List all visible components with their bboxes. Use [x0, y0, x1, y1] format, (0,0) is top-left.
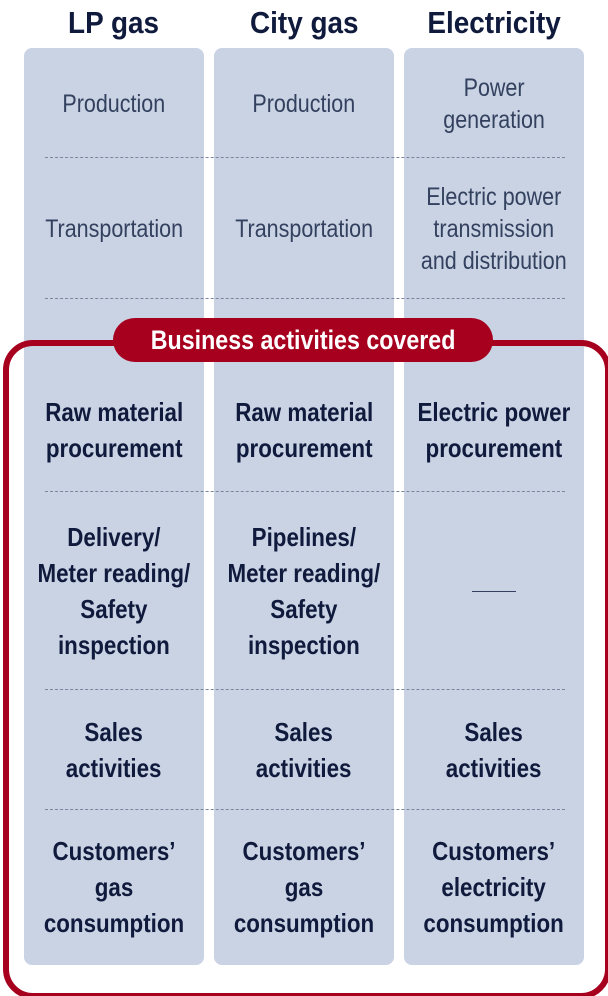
cell-procurement: Electric power procurement [404, 370, 584, 490]
cell-delivery: Delivery/ Meter reading/ Safety inspecti… [24, 494, 204, 688]
column-electricity [404, 48, 584, 965]
header-lp-gas: LP gas [68, 5, 160, 40]
cell-sales: Sales activities [404, 692, 584, 808]
cell-label: Sales activities [446, 717, 542, 783]
cell-label: Production [62, 90, 166, 118]
not-applicable-mark [472, 590, 516, 592]
cell-label: Raw material procurement [235, 397, 373, 463]
business-activities-badge: Business activities covered [113, 318, 493, 362]
cell-label: Sales activities [66, 717, 162, 783]
cell-label: Electric power procurement [417, 397, 571, 463]
header-city-gas: City gas [249, 5, 359, 40]
cell-label: Power generation [443, 74, 545, 134]
cell-delivery [404, 494, 584, 688]
covered-activities-frame [3, 340, 608, 996]
cell-label: Transportation [235, 215, 373, 243]
cell-label: Delivery/ Meter reading/ Safety inspecti… [37, 522, 191, 660]
cell-label: Production [252, 90, 356, 118]
cell-transportation: Transportation [24, 160, 204, 298]
cell-procurement: Raw material procurement [214, 370, 394, 490]
cell-consumption: Customers’ gas consumption [214, 812, 394, 962]
column-city-gas [214, 48, 394, 965]
divider [45, 157, 565, 158]
divider [45, 298, 565, 299]
divider [45, 491, 565, 492]
column-lp-gas [24, 48, 204, 965]
cell-procurement: Raw material procurement [24, 370, 204, 490]
cell-production: Production [24, 52, 204, 156]
cell-label: Customers’ gas consumption [43, 836, 185, 938]
cell-consumption: Customers’ electricity consumption [404, 812, 584, 962]
divider [45, 689, 565, 690]
cell-production: Power generation [404, 52, 584, 156]
cell-label: Transportation [45, 215, 183, 243]
cell-label: Electric power transmission and distribu… [421, 183, 567, 275]
cell-label: Sales activities [256, 717, 352, 783]
cell-transportation: Electric power transmission and distribu… [404, 160, 584, 298]
cell-label: Raw material procurement [45, 397, 183, 463]
divider [45, 809, 565, 810]
cell-sales: Sales activities [214, 692, 394, 808]
cell-sales: Sales activities [24, 692, 204, 808]
header-electricity: Electricity [427, 5, 561, 40]
cell-delivery: Pipelines/ Meter reading/ Safety inspect… [214, 494, 394, 688]
cell-consumption: Customers’ gas consumption [24, 812, 204, 962]
cell-label: Pipelines/ Meter reading/ Safety inspect… [227, 522, 381, 660]
cell-transportation: Transportation [214, 160, 394, 298]
cell-production: Production [214, 52, 394, 156]
cell-label: Customers’ gas consumption [233, 836, 375, 938]
cell-label: Customers’ electricity consumption [423, 836, 565, 938]
